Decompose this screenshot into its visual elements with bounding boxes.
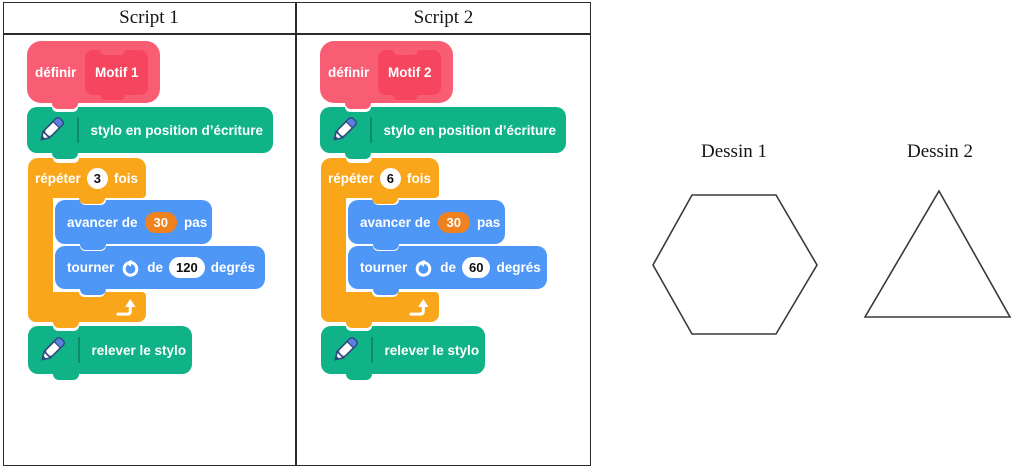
repeat-count-input: 3 (86, 167, 109, 189)
table-header-script-1: Script 1 (119, 7, 179, 28)
pen-down-block: stylo en position d’écriture (27, 107, 273, 159)
extension-divider (77, 117, 79, 143)
pen-up-label: relever le stylo (384, 342, 480, 358)
turn-block: tourner de 60 degrés (348, 246, 547, 295)
pen-icon (329, 333, 363, 367)
repeat-block-arm (321, 198, 346, 292)
turn-label: tourner (360, 260, 408, 275)
turn-block: tourner de 120 degrés (55, 246, 265, 295)
repeat-suffix: fois (114, 170, 139, 186)
move-label: avancer de (67, 214, 138, 230)
repeat-label: répéter (328, 170, 374, 186)
define-hat-block: définir Motif 1 (27, 41, 160, 109)
move-block: avancer de 30 pas (348, 200, 505, 250)
pen-icon (328, 113, 362, 147)
turn-degrees-input: 120 (169, 257, 205, 278)
pen-down-block: stylo en position d’écriture (320, 107, 566, 159)
turn-degrees-input: 60 (462, 257, 491, 278)
define-label: définir (328, 64, 370, 80)
turn-preposition: de (440, 260, 457, 275)
turn-suffix: degrés (496, 260, 541, 275)
move-steps-input: 30 (144, 211, 178, 233)
move-steps-input: 30 (437, 211, 471, 233)
pen-icon (35, 113, 69, 147)
define-prototype-block: Motif 2 (378, 49, 442, 100)
procedure-name: Motif 2 (388, 64, 432, 80)
repeat-count-input: 6 (379, 167, 402, 189)
pen-up-block: relever le stylo (321, 326, 485, 380)
loop-arrow-icon (115, 298, 138, 317)
procedure-name: Motif 1 (95, 64, 139, 80)
extension-divider (371, 337, 373, 363)
repeat-block-arm (28, 198, 53, 292)
extension-divider (78, 337, 80, 363)
pen-down-label: stylo en position d’écriture (90, 122, 264, 138)
move-label: avancer de (360, 214, 431, 230)
table-column-divider (295, 2, 297, 466)
turn-counterclockwise-icon (120, 257, 141, 279)
dessin-2-label: Dessin 2 (907, 141, 973, 162)
extension-divider (370, 117, 372, 143)
triangle-drawing (863, 189, 1012, 318)
turn-counterclockwise-icon (413, 257, 434, 279)
repeat-block-footer (28, 292, 146, 328)
turn-label: tourner (67, 260, 115, 275)
table-header-line (3, 33, 591, 35)
loop-arrow-icon (408, 298, 431, 317)
move-suffix: pas (184, 214, 208, 230)
hexagon-drawing (652, 194, 818, 335)
repeat-label: répéter (35, 170, 81, 186)
pen-icon (36, 333, 70, 367)
define-label: définir (35, 64, 77, 80)
move-block: avancer de 30 pas (55, 200, 212, 250)
repeat-block-header: répéter 3 fois (28, 158, 146, 204)
define-prototype-block: Motif 1 (85, 49, 149, 100)
pen-up-block: relever le stylo (28, 326, 192, 380)
pen-down-label: stylo en position d’écriture (383, 122, 557, 138)
turn-suffix: degrés (210, 260, 255, 275)
turn-preposition: de (147, 260, 164, 275)
repeat-block-header: répéter 6 fois (321, 158, 439, 204)
dessin-1-label: Dessin 1 (701, 141, 767, 162)
define-hat-block: définir Motif 2 (320, 41, 453, 109)
pen-up-label: relever le stylo (91, 342, 187, 358)
scripts-table-border (3, 2, 591, 466)
repeat-block-footer (321, 292, 439, 328)
table-header-script-2: Script 2 (413, 7, 474, 28)
move-suffix: pas (477, 214, 501, 230)
repeat-suffix: fois (407, 170, 432, 186)
